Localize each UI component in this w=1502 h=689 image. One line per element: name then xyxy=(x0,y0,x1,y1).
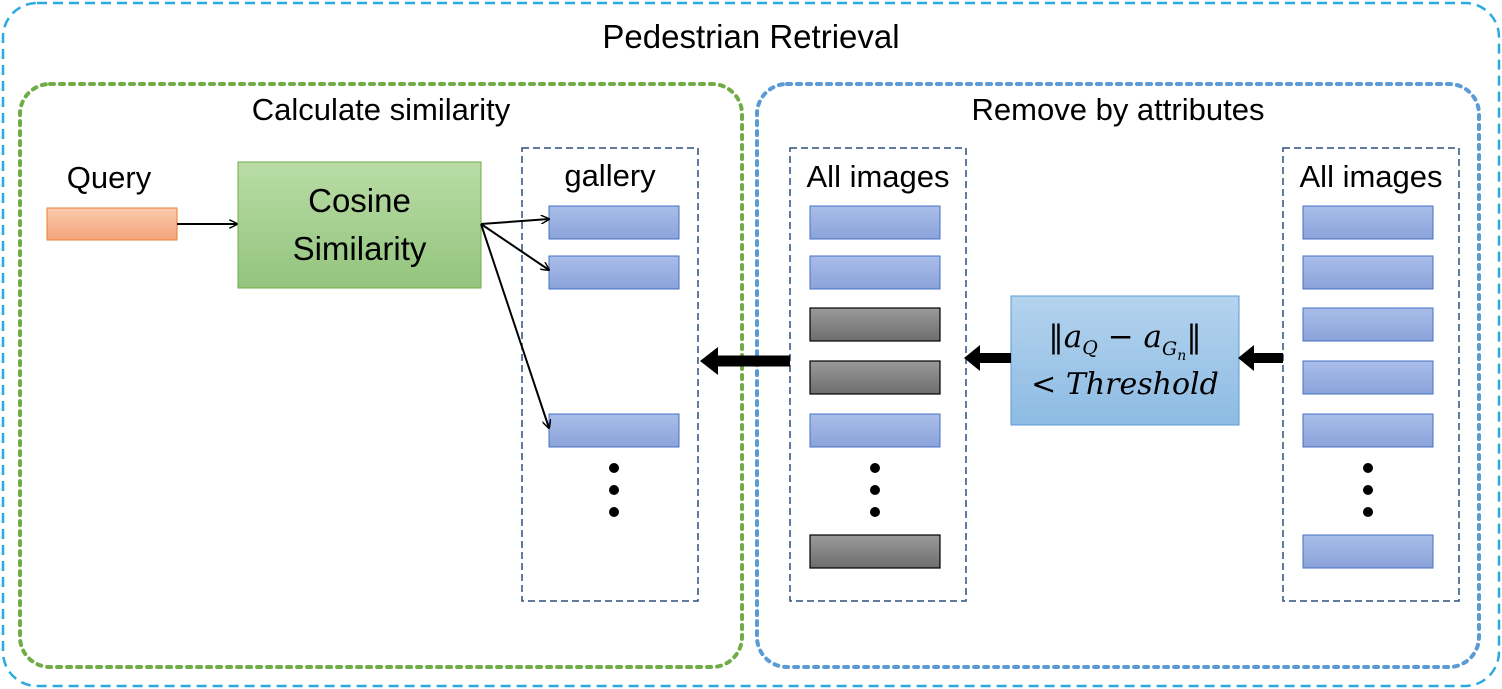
all-images-ellipsis-dot xyxy=(1363,507,1373,517)
formula-norm-line: ‖aQ − aGn‖ xyxy=(1048,319,1202,364)
gallery-column xyxy=(521,147,699,602)
gallery-ellipsis-dot xyxy=(609,507,619,517)
gallery-ellipsis-dot xyxy=(609,463,619,473)
gallery-label: gallery xyxy=(564,158,656,193)
ranking-arrow-2 xyxy=(480,223,549,270)
flow-arrow-to-formula xyxy=(1238,345,1283,371)
gallery-ellipsis-dot xyxy=(609,485,619,495)
attributes-panel-border xyxy=(755,82,1481,669)
image-bar xyxy=(1302,360,1434,395)
flow-arrow-to-filtered xyxy=(964,345,1011,371)
removed-image-bar xyxy=(809,360,941,395)
filtered-images-label: All images xyxy=(806,159,950,194)
filtered-images-column xyxy=(789,147,967,602)
threshold-formula: ‖aQ − aGn‖ < Threshold xyxy=(1011,296,1239,425)
formula-threshold-line: < Threshold xyxy=(1031,366,1219,402)
flow-arrow-to-gallery xyxy=(700,347,790,375)
kept-image-bar xyxy=(809,205,941,240)
image-bar xyxy=(1302,307,1434,342)
attributes-panel-title: Remove by attributes xyxy=(971,92,1265,127)
kept-image-bar xyxy=(809,255,941,290)
all-images-ellipsis-dot xyxy=(1363,485,1373,495)
cosine-line-2: Similarity xyxy=(292,230,427,267)
removed-image-bar xyxy=(809,534,941,569)
filtered-ellipsis-dot xyxy=(870,485,880,495)
query-label: Query xyxy=(66,160,152,195)
query-feature-bar xyxy=(46,207,178,241)
all-images-ellipsis-dot xyxy=(1363,463,1373,473)
gallery-item-3 xyxy=(548,413,680,448)
gallery-item-2 xyxy=(548,255,680,290)
similarity-panel-border xyxy=(18,82,744,669)
image-bar xyxy=(1302,255,1434,290)
filtered-ellipsis-dot xyxy=(870,463,880,473)
cosine-line-1: Cosine xyxy=(308,182,411,220)
ranking-arrow-3 xyxy=(480,223,549,428)
image-bar xyxy=(1302,534,1434,569)
cosine-similarity-box xyxy=(237,161,482,289)
ranking-arrow-1 xyxy=(480,219,549,225)
filtered-ellipsis-dot xyxy=(870,507,880,517)
diagram-title: Pedestrian Retrieval xyxy=(602,18,900,55)
kept-image-bar xyxy=(809,413,941,448)
image-bar xyxy=(1302,413,1434,448)
removed-image-bar xyxy=(809,307,941,342)
all-images-column xyxy=(1282,147,1460,602)
image-bar xyxy=(1302,205,1434,240)
all-images-label: All images xyxy=(1299,159,1443,194)
cosine-similarity-label: Cosine Similarity xyxy=(238,162,481,288)
gallery-item-1 xyxy=(548,205,680,240)
similarity-panel-title: Calculate similarity xyxy=(251,92,511,127)
